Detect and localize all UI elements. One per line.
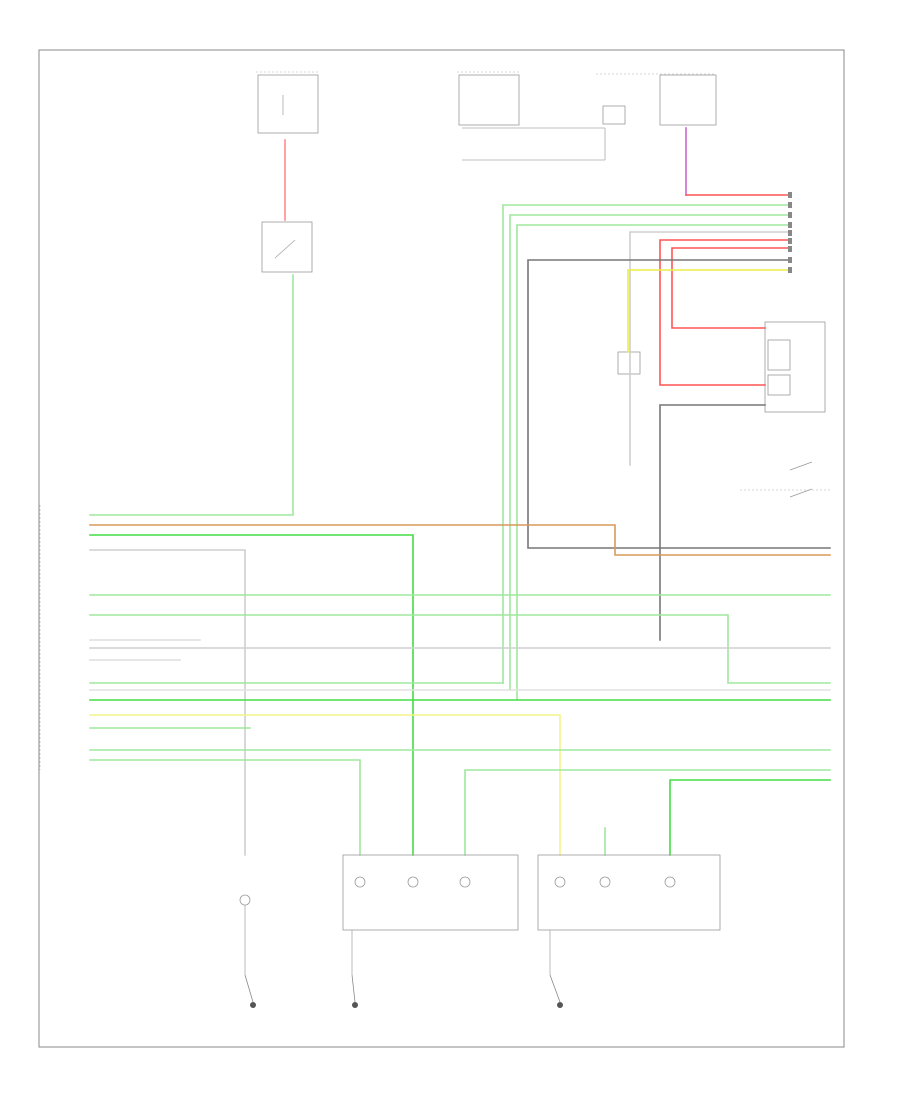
right-switch-1 <box>789 461 813 471</box>
lamp-left-single <box>239 894 251 906</box>
wire-orange-h <box>89 524 831 556</box>
diagram-frame <box>38 49 845 1048</box>
lamp-l2 <box>407 876 419 888</box>
top-right-connector <box>602 105 626 125</box>
wire-green-780 <box>669 779 831 856</box>
wire-green-615 <box>89 614 831 684</box>
wire-green-535 <box>89 534 414 856</box>
wire-red-7 <box>671 247 791 329</box>
right-rear-lamp-assembly <box>537 854 721 931</box>
lamp-r2 <box>599 876 611 888</box>
lamp-r3 <box>664 876 676 888</box>
left-relay-box <box>261 221 313 273</box>
wire-yellow-9 <box>627 269 791 353</box>
left-rear-lamp-assembly <box>342 854 519 931</box>
lamp-l1 <box>354 876 366 888</box>
wire-green-4 <box>516 224 791 701</box>
right-edge-terminals <box>788 192 792 273</box>
wire-green-2 <box>502 204 791 684</box>
right-switch-2 <box>789 488 813 498</box>
top-left-module <box>257 74 319 134</box>
ground-point-1 <box>250 1002 256 1008</box>
wire-dark-gray-8 <box>527 259 831 549</box>
top-right-module <box>659 74 717 126</box>
wire-yellow-715 <box>89 714 561 856</box>
center-right-connector <box>617 351 641 375</box>
right-sensor-inner <box>767 339 791 371</box>
ground-point-2 <box>352 1002 358 1008</box>
right-sensor-box <box>764 321 826 413</box>
ground-point-3 <box>557 1002 563 1008</box>
left-relay-contact <box>274 239 296 259</box>
wire-red-6 <box>659 239 791 386</box>
wire-green-770 <box>464 769 831 856</box>
wire-gray-550 <box>89 549 246 856</box>
lamp-r1 <box>554 876 566 888</box>
lamp-l3 <box>459 876 471 888</box>
wire-green-760 <box>89 759 361 856</box>
wire-dark-gray-10 <box>659 404 766 641</box>
wire-gray-5 <box>629 231 791 466</box>
wire-left-green-vertical <box>89 274 294 516</box>
top-center-module <box>458 74 520 126</box>
right-sensor-inner-2 <box>767 374 791 396</box>
wire-green-3 <box>509 214 791 691</box>
